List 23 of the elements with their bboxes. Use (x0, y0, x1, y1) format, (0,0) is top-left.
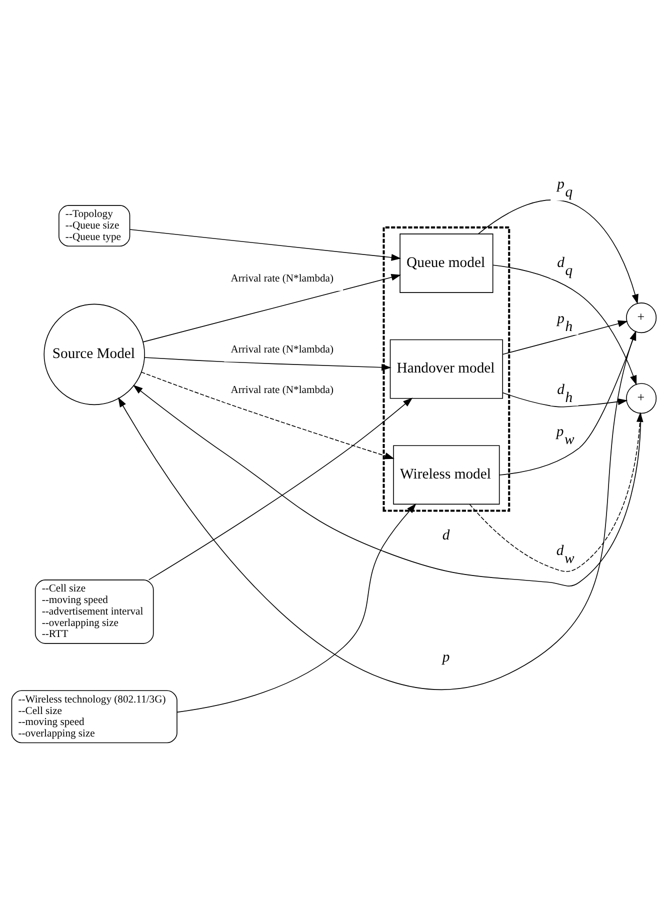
node-circle: + (626, 383, 657, 414)
arrow (132, 384, 642, 586)
edge-label: p (442, 650, 450, 666)
arrow (142, 274, 402, 342)
arrow (148, 398, 413, 580)
edge-label: Arrival rate (N*lambda) (230, 344, 334, 356)
arrow (502, 392, 628, 408)
node-box: --Wireless technology (802.11/3G) --Cell size --moving speed --overlapping size (11, 690, 178, 744)
node-box: --Cell size --moving speed --advertisement interval --overlapping size --RTT (34, 580, 154, 644)
arrow (478, 200, 638, 304)
edge-label: d (442, 528, 450, 544)
arrow (502, 320, 628, 355)
node-box: Queue model (400, 234, 494, 293)
arrow (144, 357, 392, 371)
arrow (140, 372, 394, 460)
node-box: Wireless model (393, 445, 500, 505)
node-box: Handover model (390, 339, 504, 399)
edge-label: Arrival rate (N*lambda) (230, 273, 334, 284)
edge-label: Arrival rate (N*lambda) (230, 385, 334, 396)
node-circle: + (626, 302, 657, 334)
arrow (130, 229, 402, 261)
arrow (176, 504, 416, 713)
node-box: --Topology --Queue size --Queue type (58, 205, 130, 247)
